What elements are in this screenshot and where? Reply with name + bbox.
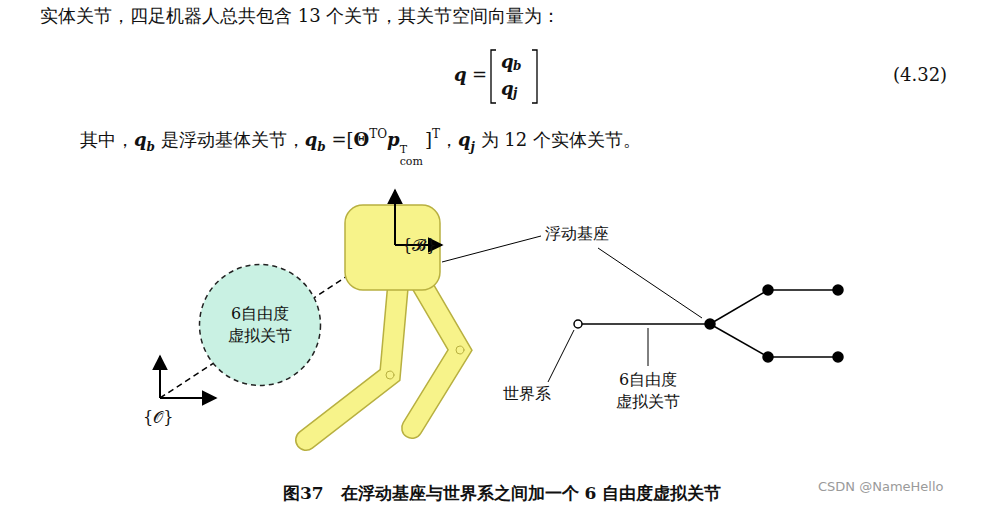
kinematic-tree (574, 285, 843, 362)
math-symbol: T (400, 144, 423, 156)
callout-label: 浮动基座 (545, 224, 609, 243)
body-text: 其中，qb 是浮动基体关节，qb =[ΘTOpTcom]T，qj 为 12 个实… (80, 127, 641, 167)
math-symbol: q (454, 64, 467, 86)
frame-label: {𝓑} (402, 236, 436, 255)
robot-legs (306, 285, 464, 440)
math-symbol: q (458, 129, 471, 150)
math-symbol: O (377, 127, 387, 141)
text-run: 其中， (80, 129, 134, 150)
frame-axis (160, 397, 216, 399)
bracket (532, 50, 537, 103)
text-run: 是浮动基体关节， (155, 129, 305, 150)
equation-number: (4.32) (893, 64, 947, 86)
math-stack: Tcom (400, 144, 423, 167)
math-symbol: q (305, 129, 318, 150)
text-run: =[ (326, 129, 354, 150)
math-symbol: q (501, 51, 514, 73)
math-symbol: T (369, 127, 377, 141)
math-symbol: T (432, 127, 440, 141)
body-text: 实体关节，四足机器人总共包含 13 个关节，其关节空间向量为： (40, 5, 560, 27)
math-subscript: j (513, 86, 517, 100)
node-text: 6自由度 虚拟关节 (223, 303, 297, 346)
math-symbol: q (501, 78, 514, 100)
math-symbol: b (147, 140, 155, 154)
math-subscript: b (513, 59, 521, 73)
frame-label: {𝒪} (143, 408, 173, 427)
watermark: CSDN @NameHello (818, 479, 944, 495)
frame-axis (394, 190, 396, 245)
bracket (491, 50, 496, 103)
text-run: ] (425, 129, 432, 150)
text-run: ， (440, 129, 458, 150)
math-symbol: j (471, 140, 475, 154)
math-symbol: b (317, 140, 325, 154)
text-run: 为 12 个实体关节。 (475, 129, 641, 150)
math-symbol: = (472, 64, 487, 86)
leader-line (442, 236, 702, 382)
callout-label: 世界系 (503, 384, 551, 403)
math-symbol: p (387, 129, 400, 150)
math-symbol: com (400, 156, 423, 168)
virtual-joint-circle: 6自由度 虚拟关节 (198, 263, 322, 387)
math-symbol: Θ (354, 129, 370, 150)
circle-outline (198, 263, 322, 387)
frame-axis (159, 356, 161, 398)
callout-label: 6自由度 虚拟关节 (611, 369, 685, 412)
math-symbol: q (134, 129, 147, 150)
robot-body (345, 205, 440, 290)
figure-caption: 图37 在浮动基座与世界系之间加一个 6 自由度虚拟关节 (283, 483, 721, 503)
